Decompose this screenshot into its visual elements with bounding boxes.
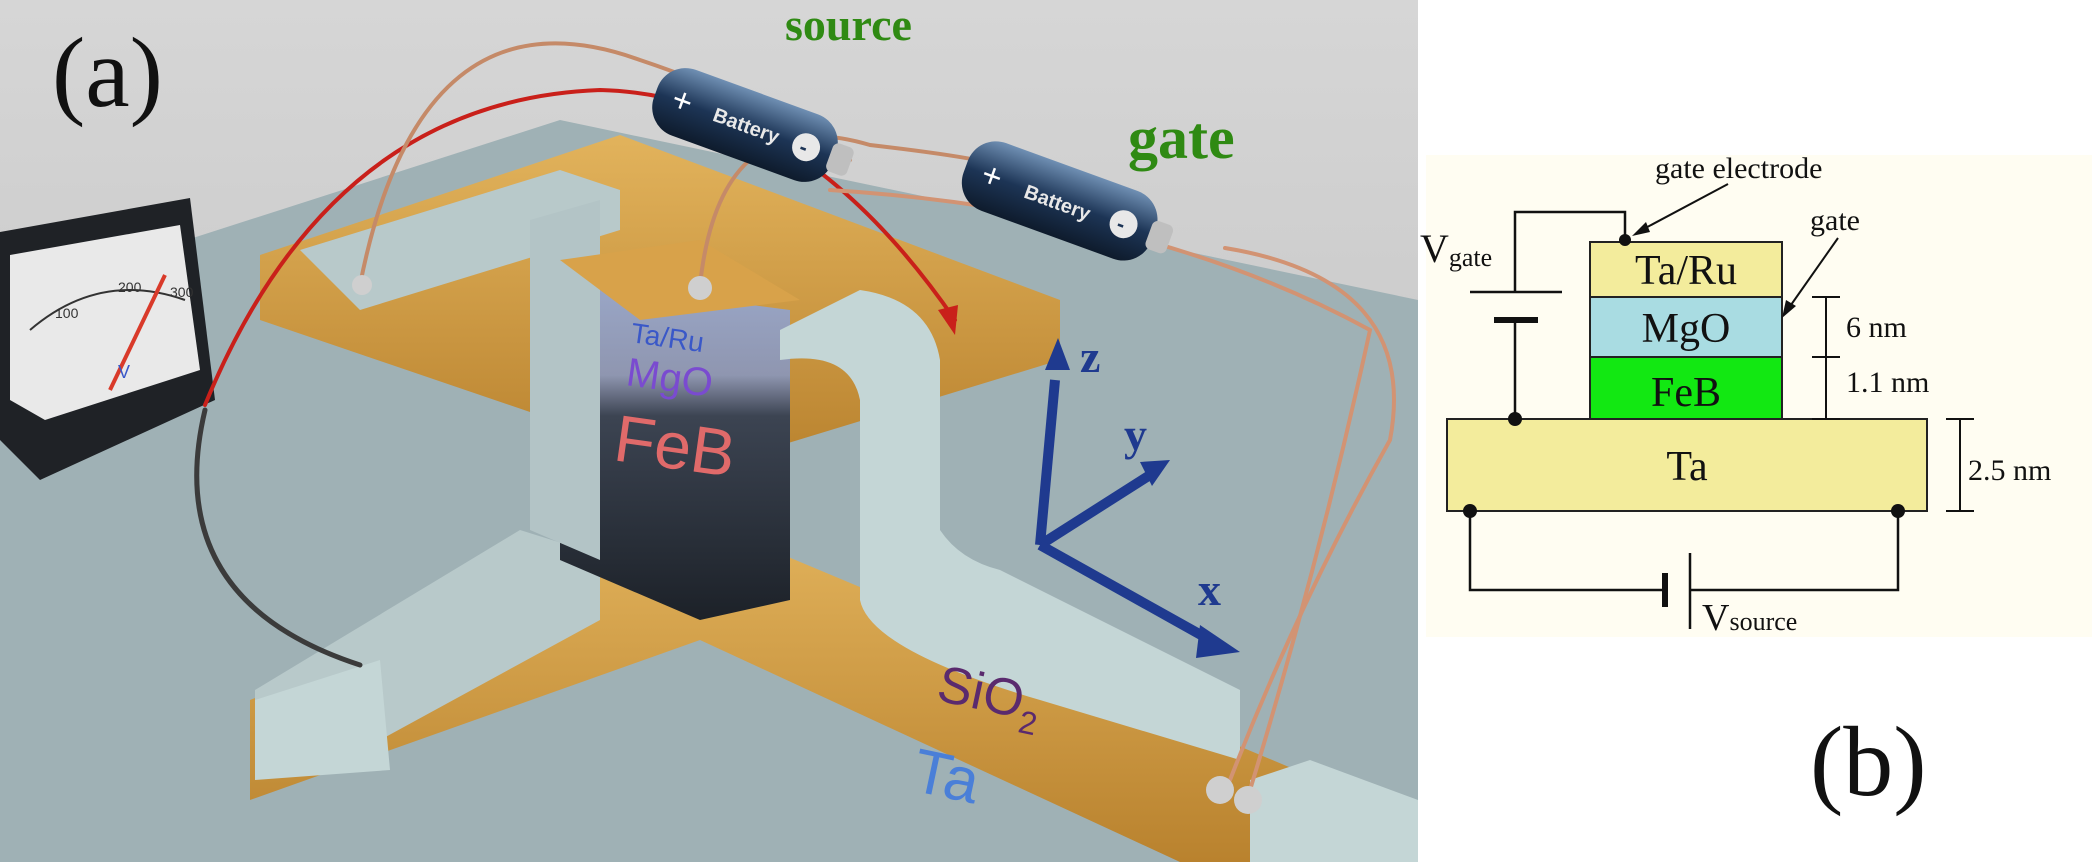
contact-right-1 bbox=[1206, 776, 1234, 804]
wire-copper-right-1 bbox=[1223, 246, 1396, 782]
stack-top bbox=[560, 240, 800, 320]
dim-ta-label: 2.5 nm bbox=[1968, 454, 2051, 487]
axis-label-x: x bbox=[1198, 564, 1221, 615]
gate-stack bbox=[560, 280, 790, 620]
feb-layer bbox=[1589, 356, 1783, 420]
layer-label-feb: FeB bbox=[610, 401, 740, 491]
ta-ru-layer-label: Ta/Ru bbox=[1635, 248, 1737, 294]
source-node-right bbox=[1891, 504, 1905, 518]
gate-battery: + Battery - bbox=[961, 141, 1174, 261]
contact-right-2 bbox=[1234, 786, 1262, 814]
gate-circuit bbox=[1470, 210, 1627, 419]
mgo-layer bbox=[1589, 296, 1783, 358]
ta-ru-layer bbox=[1589, 241, 1783, 298]
gate-base-node bbox=[1508, 412, 1522, 426]
gate-electrode-node bbox=[1619, 234, 1631, 246]
meter-tick-200: 200 bbox=[118, 279, 142, 295]
pointer-arrows bbox=[1632, 183, 1839, 318]
gate-electrode-label: gate electrode bbox=[1655, 152, 1822, 185]
contact-left bbox=[352, 275, 372, 295]
meter-tick-100: 100 bbox=[55, 305, 79, 321]
coordinate-axes bbox=[1035, 338, 1240, 658]
source-label: source bbox=[785, 0, 912, 50]
axis-label-z: z bbox=[1080, 331, 1100, 382]
panel-a-label: (a) bbox=[52, 17, 163, 128]
red-arrow-tip bbox=[938, 305, 958, 335]
dim-mgo-label: 6 nm bbox=[1846, 311, 1907, 344]
axis-label-y: y bbox=[1124, 409, 1147, 460]
feb-layer-label: FeB bbox=[1651, 370, 1721, 416]
meter-unit: V bbox=[118, 362, 130, 382]
v-source-label: Vsource bbox=[1702, 597, 1797, 639]
source-circuit bbox=[1468, 511, 1900, 629]
panel-b-schematic: Ta FeB MgO Ta/Ru Vgate Vsource g bbox=[1420, 152, 2092, 817]
stack-left-wall bbox=[530, 200, 600, 560]
sio2-wall bbox=[780, 290, 1240, 760]
v-gate-label: Vgate bbox=[1420, 226, 1492, 272]
layer-label-ta: Ta bbox=[907, 736, 986, 817]
source-node-left bbox=[1463, 504, 1477, 518]
panel-a-illustration: Ta/Ru MgO FeB SiO2 Ta z y x 100 200 300 … bbox=[0, 0, 1418, 862]
voltmeter: 100 200 300 V bbox=[0, 198, 215, 480]
dimension-markers bbox=[1812, 296, 1974, 512]
wire-source-red bbox=[203, 87, 957, 407]
dim-feb-label: 1.1 nm bbox=[1846, 366, 1929, 399]
panel-b-label: (b) bbox=[1810, 706, 1927, 817]
wire-gray bbox=[194, 407, 363, 668]
sio2-block-left-back bbox=[300, 170, 620, 310]
gate-label: gate bbox=[1128, 105, 1235, 171]
ta-layer bbox=[1446, 418, 1928, 512]
source-battery: + Battery - bbox=[652, 68, 854, 182]
ta-layer-label: Ta bbox=[1666, 444, 1708, 490]
right-pad bbox=[1250, 760, 1418, 862]
sio2-block-front bbox=[255, 660, 390, 780]
meter-tick-300: 300 bbox=[170, 284, 194, 300]
mgo-layer-label: MgO bbox=[1642, 306, 1731, 352]
contact-gate bbox=[688, 276, 712, 300]
gate-label-b: gate bbox=[1810, 204, 1860, 237]
